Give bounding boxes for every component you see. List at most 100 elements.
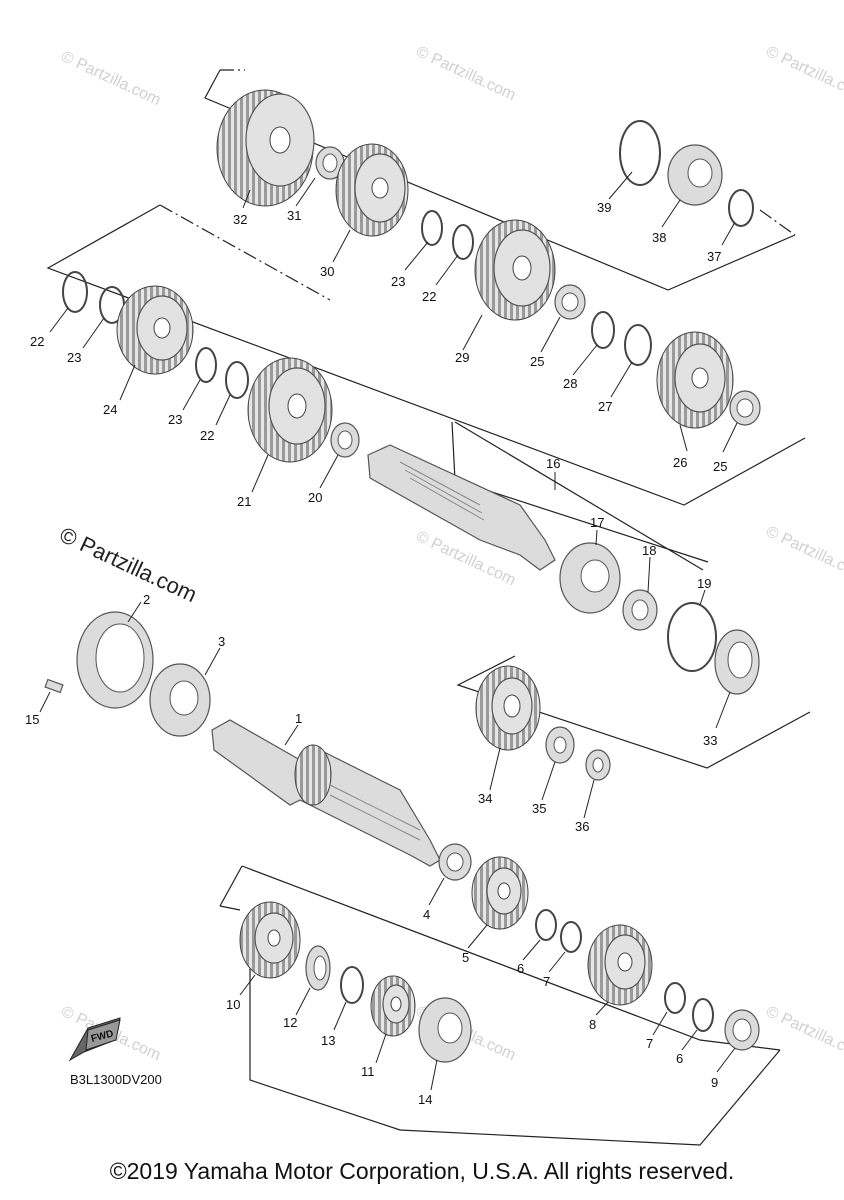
- label-30: 30: [320, 264, 334, 279]
- gear-5: [471, 856, 529, 930]
- label-38: 38: [652, 230, 666, 245]
- label-25: 25: [713, 459, 727, 474]
- label-6: 6: [517, 961, 524, 976]
- label-23: 23: [168, 412, 182, 427]
- label-14: 14: [418, 1092, 432, 1107]
- label-33: 33: [703, 733, 717, 748]
- washer-35: [545, 726, 575, 764]
- label-26: 26: [673, 455, 687, 470]
- label-34: 34: [478, 791, 492, 806]
- assembly-frames: [46, 69, 811, 1146]
- label-22: 22: [200, 428, 214, 443]
- label-9: 9: [711, 1075, 718, 1090]
- label-31: 31: [287, 208, 301, 223]
- label-10: 10: [226, 997, 240, 1012]
- gear-30: [335, 143, 409, 237]
- collar-18: [622, 589, 658, 631]
- bushing-4: [438, 843, 472, 881]
- label-22: 22: [30, 334, 44, 349]
- label-19: 19: [697, 576, 711, 591]
- bearing-3: [149, 663, 211, 737]
- watermark-text: © Partzilla.com: [413, 43, 518, 104]
- washer-6-right: [692, 998, 714, 1032]
- washer-27: [624, 324, 652, 366]
- diagram-code: B3L1300DV200: [70, 1072, 162, 1087]
- label-29: 29: [455, 350, 469, 365]
- bolt-15: [44, 678, 64, 694]
- gear-8: [587, 924, 653, 1006]
- washer-28: [591, 311, 615, 349]
- bearing-17: [559, 542, 621, 614]
- drive-axle-16: [367, 444, 556, 571]
- watermarks: © Partzilla.com © Partzilla.com © Partzi…: [56, 43, 844, 1064]
- washer-22: [452, 224, 474, 260]
- circlip-23: [421, 210, 443, 246]
- watermark-main: © Partzilla.com: [56, 522, 201, 607]
- nut-36: [585, 749, 611, 781]
- label-39: 39: [597, 200, 611, 215]
- bushing-25-right: [729, 390, 761, 426]
- fwd-arrow-icon: FWD: [68, 1017, 121, 1062]
- label-17: 17: [590, 515, 604, 530]
- label-6: 6: [676, 1051, 683, 1066]
- watermark-text: © Partzilla.com: [763, 523, 844, 584]
- circlip-7: [560, 921, 582, 953]
- label-23: 23: [67, 350, 81, 365]
- watermark-text: © Partzilla.com: [58, 48, 163, 109]
- label-21: 21: [237, 494, 251, 509]
- label-20: 20: [308, 490, 322, 505]
- washer-22-mid: [225, 361, 249, 399]
- bearing-14: [418, 997, 472, 1063]
- ring-39: [619, 120, 661, 186]
- washer-6: [535, 909, 557, 941]
- watermark-text: © Partzilla.com: [763, 43, 844, 104]
- bushing-9: [724, 1009, 760, 1051]
- gear-21: [247, 357, 333, 463]
- label-36: 36: [575, 819, 589, 834]
- label-11: 11: [361, 1064, 375, 1079]
- label-4: 4: [423, 907, 430, 922]
- label-22: 22: [422, 289, 436, 304]
- part-labels: 32 31 30 23 22 29 25 28 27 26 25 39 38 3…: [25, 200, 727, 1107]
- retainer-2: [76, 611, 154, 709]
- gear-26: [656, 331, 734, 429]
- bearing-38: [667, 144, 723, 206]
- label-12: 12: [283, 1015, 297, 1030]
- gear-29: [474, 219, 556, 321]
- label-7: 7: [543, 974, 550, 989]
- label-28: 28: [563, 376, 577, 391]
- circlip-13: [340, 966, 364, 1004]
- gear-32: [216, 89, 315, 207]
- label-3: 3: [218, 634, 225, 649]
- label-23: 23: [391, 274, 405, 289]
- label-18: 18: [642, 543, 656, 558]
- washer-22-left: [62, 271, 88, 313]
- label-5: 5: [462, 950, 469, 965]
- label-15: 15: [25, 712, 39, 727]
- label-35: 35: [532, 801, 546, 816]
- leader-lines: [39, 171, 738, 1091]
- seal-33: [714, 629, 760, 695]
- label-1: 1: [295, 711, 302, 726]
- label-32: 32: [233, 212, 247, 227]
- bushing-20: [330, 422, 360, 458]
- main-axle-1: [211, 719, 441, 867]
- gear-10: [239, 901, 301, 979]
- ring-19: [667, 602, 717, 672]
- label-37: 37: [707, 249, 721, 264]
- label-8: 8: [589, 1017, 596, 1032]
- bushing-25-upper: [554, 284, 586, 320]
- gear-24: [116, 285, 194, 375]
- washer-12: [305, 945, 331, 991]
- label-27: 27: [598, 399, 612, 414]
- label-7: 7: [646, 1036, 653, 1051]
- circlip-23-mid: [195, 347, 217, 383]
- label-2: 2: [143, 592, 150, 607]
- label-13: 13: [321, 1033, 335, 1048]
- sprocket-34: [475, 665, 541, 751]
- circlip-7-right: [664, 982, 686, 1014]
- label-25: 25: [530, 354, 544, 369]
- label-16: 16: [546, 456, 560, 471]
- label-24: 24: [103, 402, 117, 417]
